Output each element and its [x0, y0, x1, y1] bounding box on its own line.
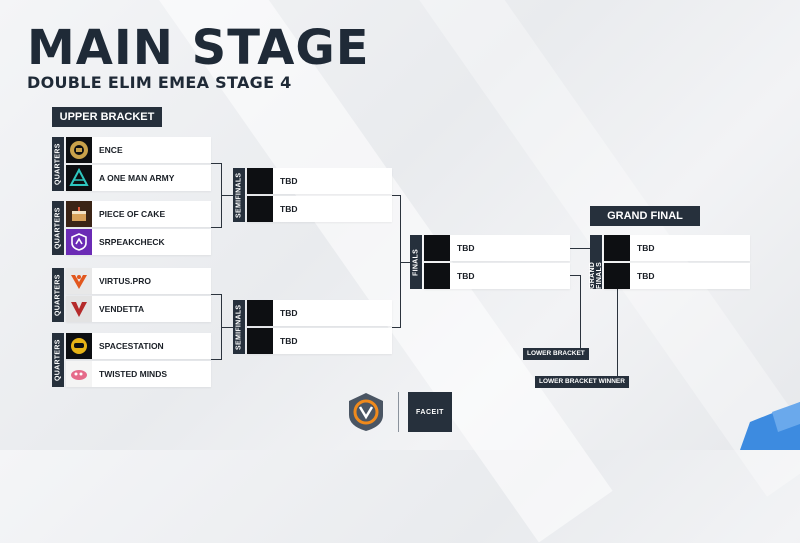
- bracket-line: [211, 294, 221, 295]
- faceit-logo-text: FACEIT: [416, 408, 444, 416]
- semifinals-label: SEMIFINALS: [233, 300, 245, 354]
- quarters-label: QUARTERS: [52, 137, 64, 191]
- piece-of-cake-logo-icon: [66, 201, 92, 227]
- semifinal-2-slot-a[interactable]: TBD: [247, 300, 392, 326]
- team-name: TBD: [280, 204, 298, 214]
- grand-final-label: GRAND FINAL: [590, 206, 700, 226]
- semifinals-label: SEMIFINALS: [233, 168, 245, 222]
- bracket-line: [570, 248, 590, 249]
- team-name: TBD: [457, 271, 475, 281]
- vendetta-logo-icon: [66, 296, 92, 322]
- team-slot-vendetta[interactable]: VENDETTA: [66, 296, 211, 322]
- tbd-logo-placeholder: [247, 300, 273, 326]
- grand-finals-label: GRAND FINALS: [589, 235, 603, 289]
- page-title: MAIN STAGE: [27, 20, 370, 76]
- lower-bracket-winner-tag: LOWER BRACKET WINNER: [535, 376, 629, 388]
- team-name: TBD: [637, 271, 655, 281]
- bracket-line: [617, 289, 618, 383]
- semifinal-2-slot-b[interactable]: TBD: [247, 328, 392, 354]
- semifinal-1-slot-b[interactable]: TBD: [247, 196, 392, 222]
- team-name: TBD: [280, 336, 298, 346]
- team-name: TBD: [457, 243, 475, 253]
- a-one-man-army-logo-icon: [66, 165, 92, 191]
- upper-bracket-label: UPPER BRACKET: [52, 107, 162, 127]
- twisted-minds-logo-icon: [66, 361, 92, 387]
- team-name: TBD: [280, 176, 298, 186]
- quarters-label: QUARTERS: [52, 268, 64, 322]
- team-name: TBD: [280, 308, 298, 318]
- team-name: TBD: [637, 243, 655, 253]
- team-slot-ence[interactable]: ENCE: [66, 137, 211, 163]
- bracket-line: [211, 359, 221, 360]
- tbd-logo-placeholder: [424, 263, 450, 289]
- bracket-line: [221, 195, 233, 196]
- team-slot-srpeakcheck[interactable]: SRPEAKCHECK: [66, 229, 211, 255]
- bracket-line: [580, 275, 581, 355]
- tbd-logo-placeholder: [604, 235, 630, 261]
- tbd-logo-placeholder: [424, 235, 450, 261]
- bracket-line: [211, 227, 221, 228]
- quarters-label: QUARTERS: [52, 201, 64, 255]
- team-slot-piece-of-cake[interactable]: PIECE OF CAKE: [66, 201, 211, 227]
- bracket-line: [400, 262, 410, 263]
- overwatch-league-logo-icon: [345, 391, 387, 433]
- tbd-logo-placeholder: [247, 168, 273, 194]
- team-name: PIECE OF CAKE: [99, 209, 166, 219]
- team-name: SPACESTATION: [99, 341, 164, 351]
- quarters-label: QUARTERS: [52, 333, 64, 387]
- tbd-logo-placeholder: [247, 328, 273, 354]
- finals-slot-a[interactable]: TBD: [424, 235, 570, 261]
- tbd-logo-placeholder: [247, 196, 273, 222]
- team-slot-a-one-man-army[interactable]: A ONE MAN ARMY: [66, 165, 211, 191]
- bracket-line: [400, 195, 401, 328]
- lower-bracket-tag: LOWER BRACKET: [523, 348, 589, 360]
- footer-divider: [398, 392, 399, 432]
- bracket-line: [211, 163, 221, 164]
- virtus-pro-logo-icon: [66, 268, 92, 294]
- grand-final-slot-a[interactable]: TBD: [604, 235, 750, 261]
- corner-accent-shape: [740, 402, 800, 450]
- page-subtitle: DOUBLE ELIM EMEA STAGE 4: [27, 73, 292, 92]
- team-slot-virtus-pro[interactable]: VIRTUS.PRO: [66, 268, 211, 294]
- spacestation-logo-icon: [66, 333, 92, 359]
- tbd-logo-placeholder: [604, 263, 630, 289]
- team-name: VIRTUS.PRO: [99, 276, 151, 286]
- team-name: TWISTED MINDS: [99, 369, 167, 379]
- finals-label: FINALS: [410, 235, 422, 289]
- team-name: ENCE: [99, 145, 123, 155]
- team-slot-twisted-minds[interactable]: TWISTED MINDS: [66, 361, 211, 387]
- bracket-line: [392, 327, 400, 328]
- ence-logo-icon: [66, 137, 92, 163]
- finals-slot-b[interactable]: TBD: [424, 263, 570, 289]
- grand-final-slot-b[interactable]: TBD: [604, 263, 750, 289]
- team-name: SRPEAKCHECK: [99, 237, 165, 247]
- bracket-line: [392, 195, 400, 196]
- srpeakcheck-logo-icon: [66, 229, 92, 255]
- team-name: A ONE MAN ARMY: [99, 173, 175, 183]
- faceit-logo: FACEIT: [408, 392, 452, 432]
- bracket-line: [570, 275, 580, 276]
- team-slot-spacestation[interactable]: SPACESTATION: [66, 333, 211, 359]
- team-name: VENDETTA: [99, 304, 145, 314]
- bracket-line: [221, 327, 233, 328]
- semifinal-1-slot-a[interactable]: TBD: [247, 168, 392, 194]
